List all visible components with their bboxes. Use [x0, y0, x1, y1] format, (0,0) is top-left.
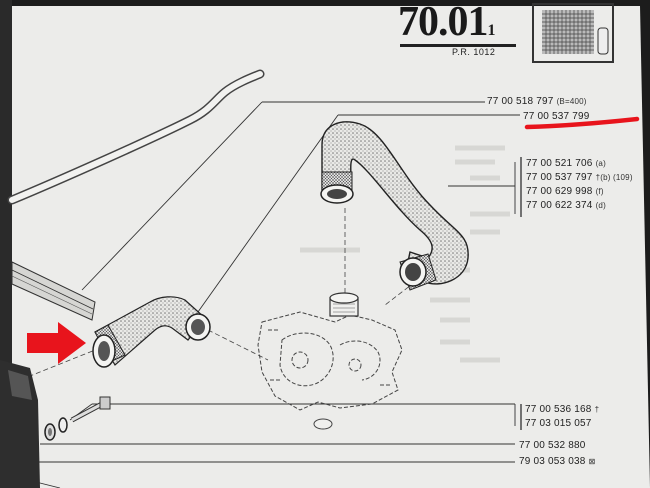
part-ref-row: 77 00 622 374(d)	[526, 200, 606, 211]
part-ref-row: 79 03 053 038⊠	[519, 456, 596, 467]
drain-plug	[313, 418, 333, 430]
part-ref-row: 77 03 015 057	[525, 418, 592, 429]
part-ref-row: 77 00 629 998(f)	[526, 186, 604, 197]
part-ref-row: 77 00 536 168†	[525, 404, 600, 415]
water-pump-housing	[257, 311, 403, 411]
header-rule	[400, 44, 516, 47]
section-number: 70.011	[398, 0, 496, 45]
large-bent-hose	[320, 121, 469, 291]
part-ref-row: 77 00 537 797†(b) (109)	[526, 172, 633, 183]
part-ref-row: 77 00 532 880	[519, 440, 586, 451]
red-arrow	[27, 322, 86, 364]
pump-outlet	[329, 292, 359, 317]
highlight-underline	[524, 116, 640, 130]
small-elbow-hose	[92, 296, 211, 368]
part-ref-row-highlighted: 77 00 537 799	[523, 111, 590, 122]
rubber-strip	[11, 261, 96, 321]
paper-sheet	[0, 6, 650, 488]
engine-thumbnail	[532, 3, 614, 63]
part-ref-row: 77 00 521 706(a)	[526, 158, 606, 169]
pr-reference: P.R. 1012	[452, 47, 496, 57]
part-ref-row: 77 00 518 797(B=400)	[487, 96, 587, 107]
